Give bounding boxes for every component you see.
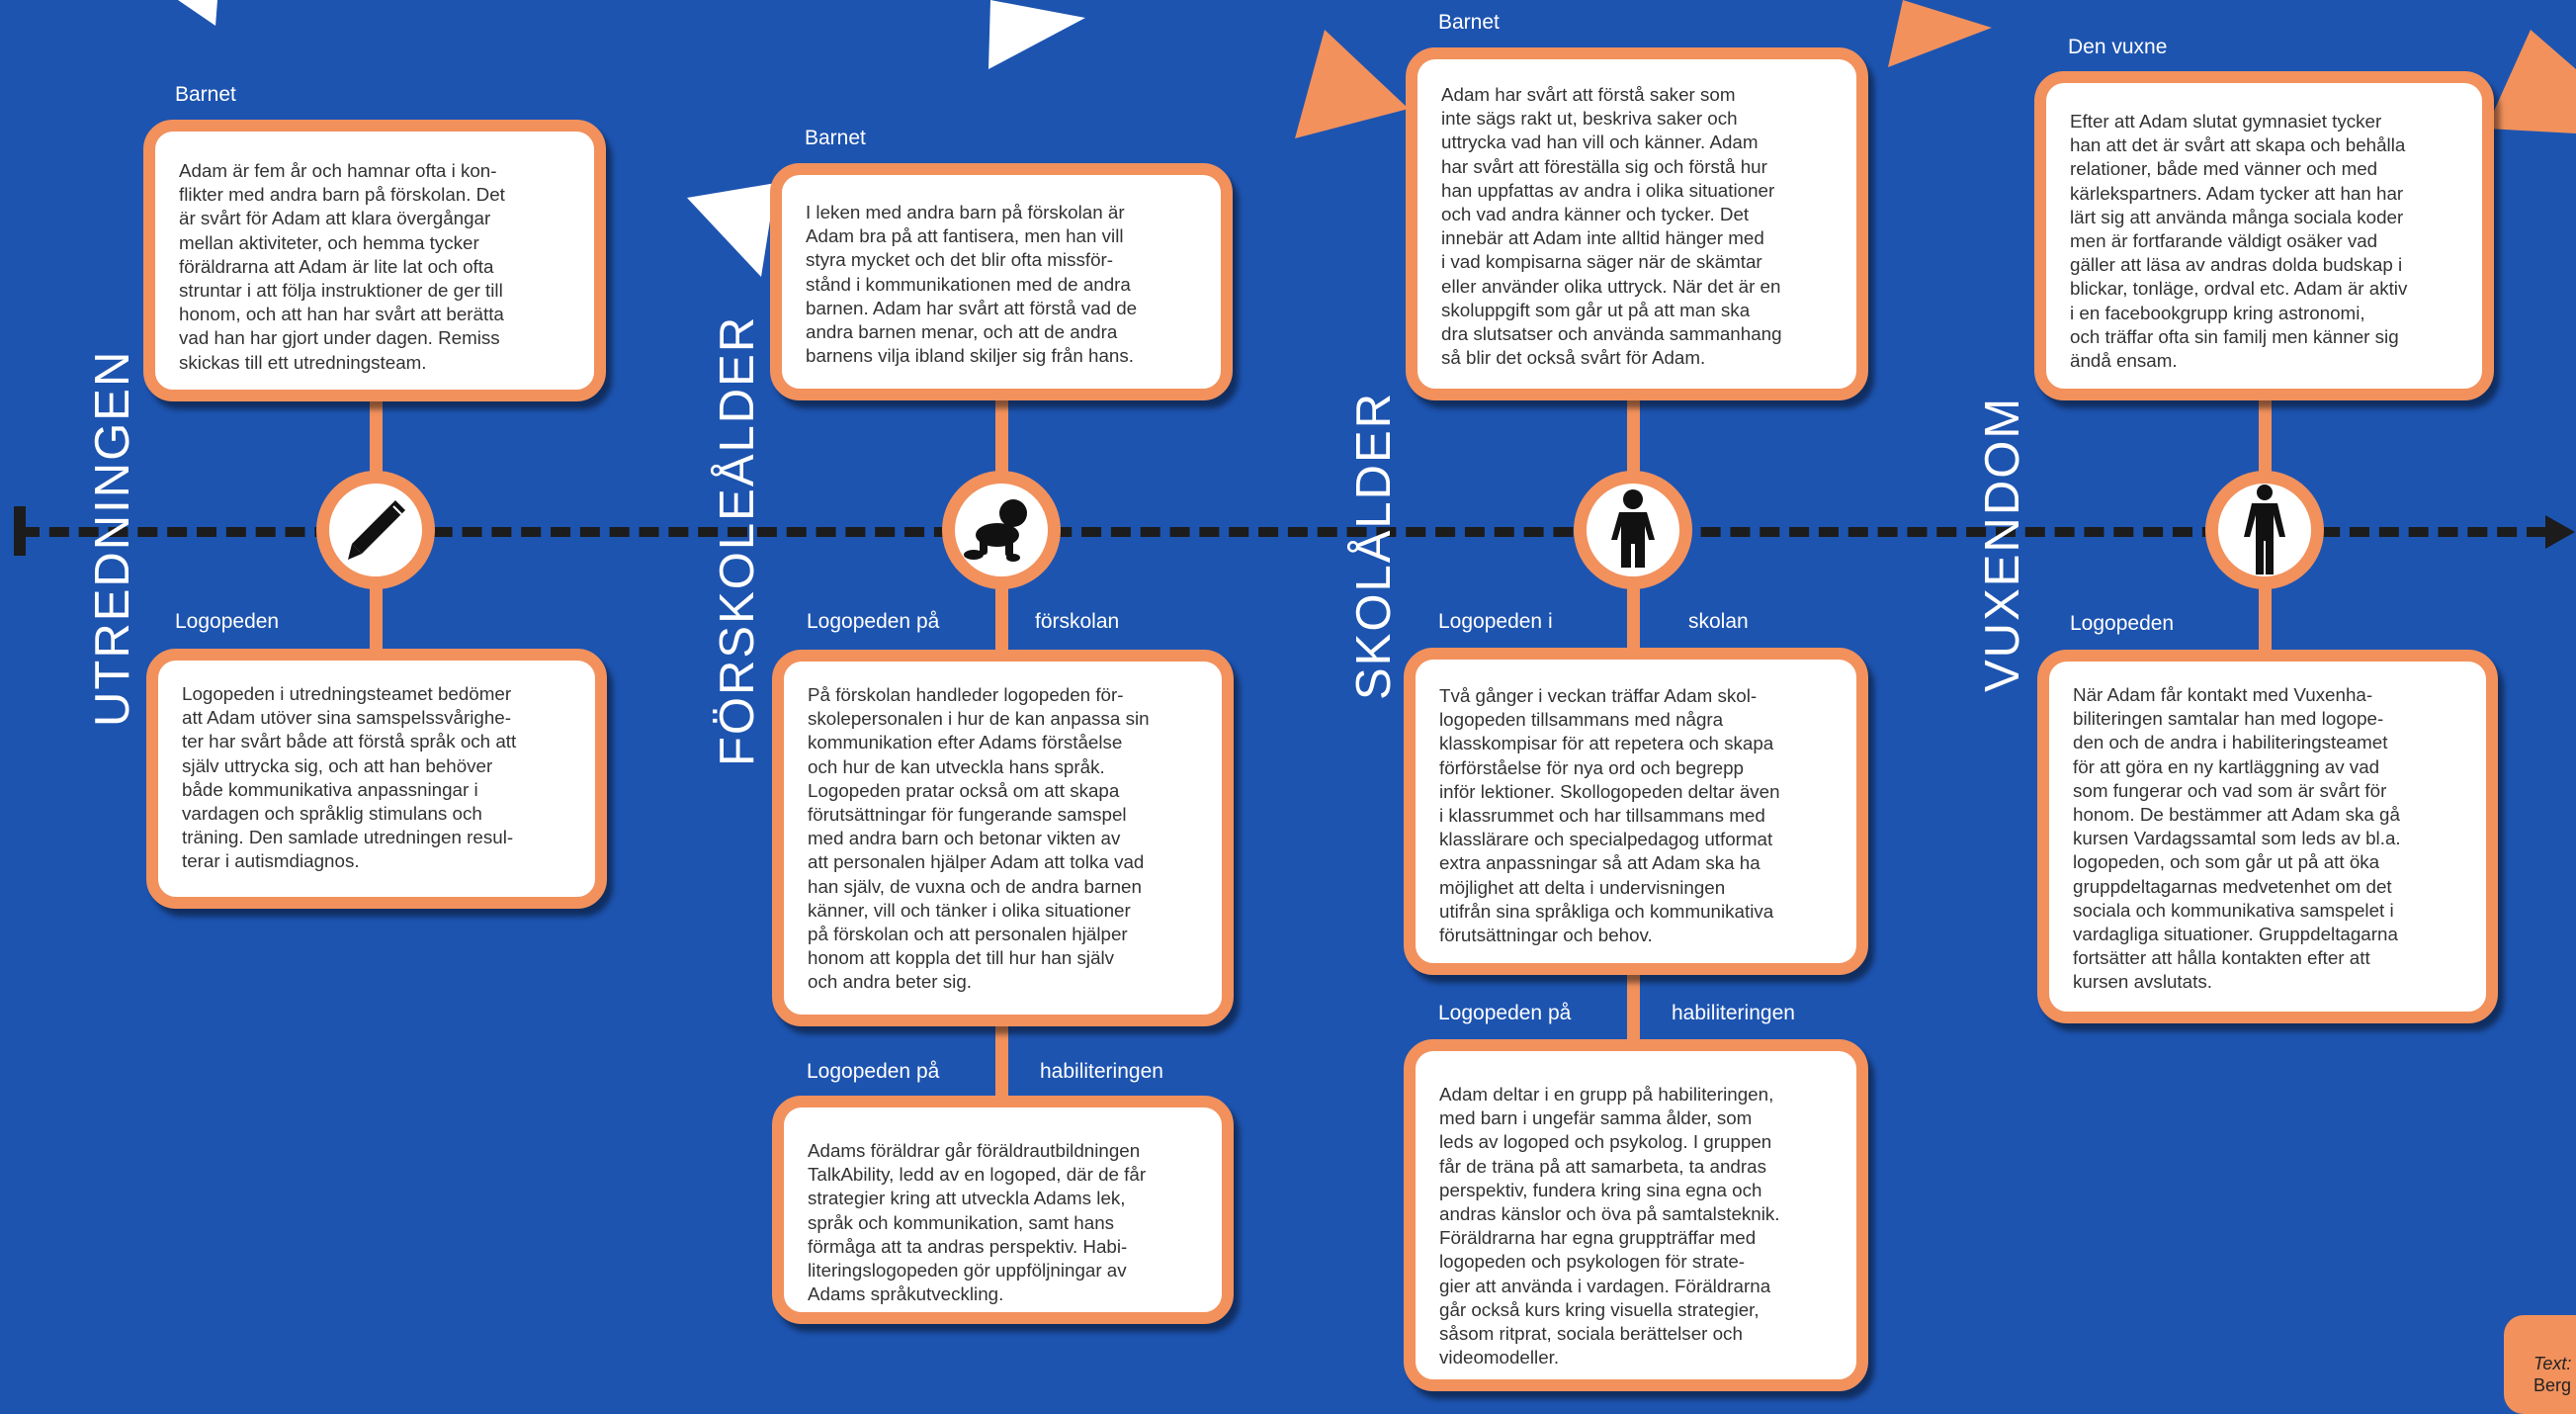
label-den-vuxne: Den vuxne [2068, 36, 2168, 58]
decorative-triangle [988, 0, 1085, 69]
connector [1627, 574, 1640, 663]
connector [995, 388, 1008, 496]
section-title-forskolealder: FÖRSKOLEÅLDER [711, 314, 764, 766]
timeline-arrowhead-icon [2545, 515, 2575, 549]
adult-icon [2244, 485, 2285, 574]
card-utredningen-logopeden: Logopeden i utredningsteamet bedömer att… [146, 649, 607, 909]
icon-circle [942, 471, 1061, 589]
credit-line: Berg [2533, 1375, 2572, 1395]
child-icon [1611, 489, 1655, 568]
label-logopeden-pa: Logopeden på [807, 610, 940, 633]
connector [2259, 388, 2272, 496]
section-title-utredningen: UTREDNINGEN [86, 349, 139, 727]
label-barnet: Barnet [805, 127, 866, 149]
label-logopeden-pa: Logopeden på [807, 1060, 940, 1083]
timeline-axis [20, 527, 2546, 537]
pencil-icon [348, 500, 405, 560]
credit-badge: Text: Berg [2504, 1315, 2576, 1414]
label-habiliteringen: habiliteringen [1040, 1060, 1163, 1083]
card-skolalder-barnet: Adam har svårt att förstå saker som inte… [1406, 47, 1868, 400]
label-barnet: Barnet [175, 83, 236, 106]
connector [2259, 574, 2272, 663]
label-logopeden-pa: Logopeden på [1438, 1002, 1572, 1024]
card-vuxendom-barnet: Efter att Adam slutat gymnasiet tycker h… [2034, 71, 2494, 400]
connector [1627, 388, 1640, 496]
connector [1627, 959, 1640, 1058]
card-skolalder-habiliteringen: Adam deltar i en grupp på habiliteringen… [1404, 1039, 1868, 1391]
decorative-triangle [1295, 30, 1409, 138]
decorative-triangle [1888, 0, 1992, 67]
connector [995, 1009, 1008, 1107]
section-title-skolalder: SKOLÅLDER [1347, 391, 1401, 700]
icon-circle [1574, 471, 1692, 589]
connector [370, 388, 383, 496]
credit-line: Text: [2533, 1354, 2572, 1373]
label-logopeden-i: Logopeden i [1438, 610, 1553, 633]
card-forskolealder-logopeden: På förskolan handleder logopeden för- sk… [772, 650, 1234, 1026]
card-utredningen-barnet: Adam är fem år och hamnar ofta i kon- fl… [143, 120, 606, 401]
decorative-triangle [687, 183, 776, 277]
timeline-start-bar [14, 506, 26, 556]
label-forskolan: förskolan [1035, 610, 1120, 633]
section-title-vuxendom: VUXENDOM [1976, 396, 2029, 692]
card-vuxendom-logopeden: När Adam får kontakt med Vuxenha- bilite… [2037, 650, 2498, 1023]
label-logopeden: Logopeden [175, 610, 280, 633]
label-skolan: skolan [1688, 610, 1749, 633]
decorative-triangle [2486, 30, 2576, 133]
label-logopeden: Logopeden [2070, 612, 2175, 635]
crawling-baby-icon [964, 499, 1027, 562]
label-barnet: Barnet [1438, 11, 1500, 34]
card-skolalder-logopeden: Två gånger i veckan träffar Adam skol- l… [1404, 648, 1868, 975]
connector [995, 574, 1008, 663]
icon-circle [316, 471, 435, 589]
card-forskolealder-habiliteringen: Adams föräldrar går föräldrautbildningen… [772, 1096, 1234, 1324]
connector [370, 574, 383, 663]
icon-circle [2205, 471, 2324, 589]
decorative-triangle [178, 0, 217, 26]
card-forskolealder-barnet: I leken med andra barn på förskolan är A… [770, 163, 1233, 400]
label-habiliteringen: habiliteringen [1672, 1002, 1795, 1024]
